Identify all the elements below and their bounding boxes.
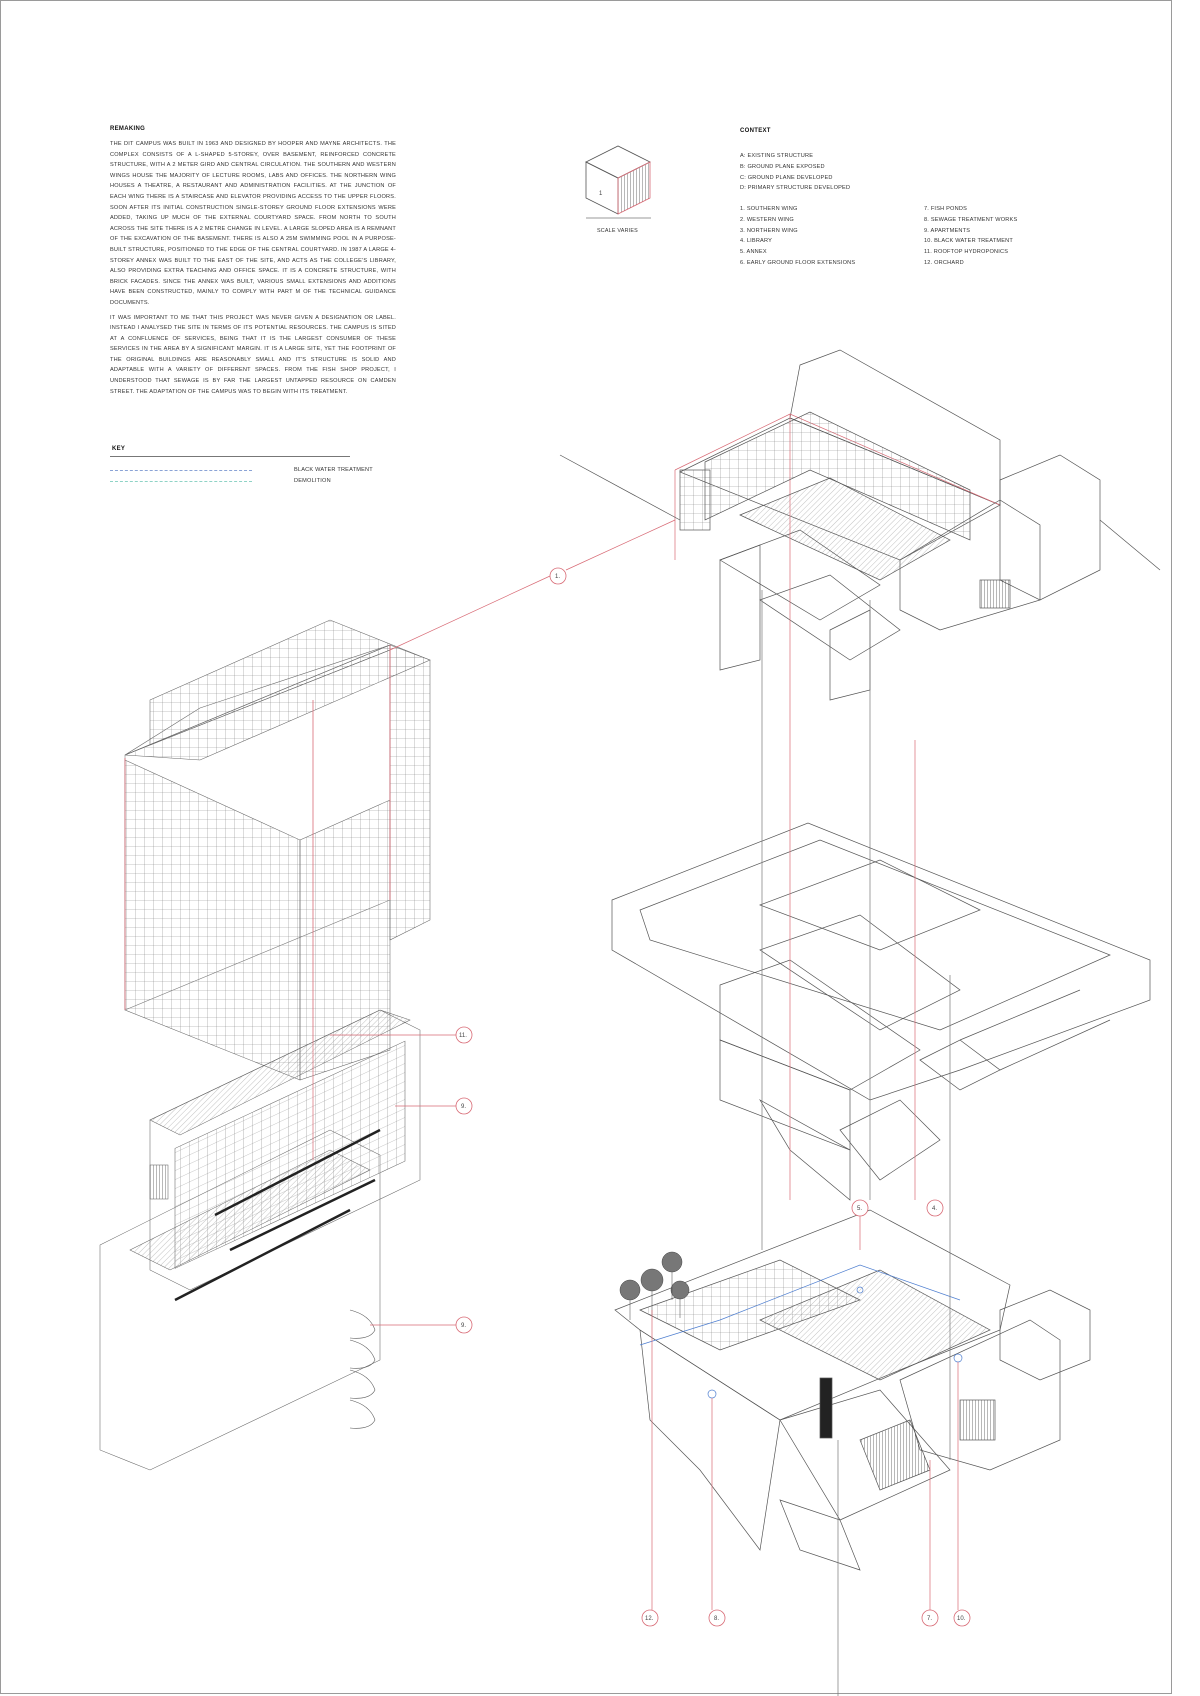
- context-items-left: 1. SOUTHERN WING 2. WESTERN WING 3. NORT…: [740, 204, 920, 269]
- context-items-right: 7. FISH PONDS 8. SEWAGE TREATMENT WORKS …: [924, 204, 1094, 269]
- context-stage: C: GROUND PLANE DEVELOPED: [740, 174, 833, 181]
- context-item: 7. FISH PONDS: [924, 206, 968, 212]
- context-item: 3. NORTHERN WING: [740, 227, 798, 234]
- context-item: 1. SOUTHERN WING: [740, 206, 798, 212]
- scale-caption: SCALE VARIES: [597, 228, 638, 234]
- key-label-demolition: DEMOLITION: [294, 478, 331, 484]
- remaking-paragraph-2: IT WAS IMPORTANT TO ME THAT THIS PROJECT…: [110, 314, 396, 395]
- scale-cube-icon: [585, 145, 651, 219]
- stage-c-ground-plane-developed: [614, 1209, 1091, 1571]
- key-label-black-water: BLACK WATER TREATMENT: [294, 467, 373, 473]
- context-item: 10. BLACK WATER TREATMENT: [924, 238, 1014, 245]
- context-item: 6. EARLY GROUND FLOOR EXTENSIONS: [740, 259, 856, 266]
- key-heading: KEY: [112, 446, 126, 452]
- remaking-heading: REMAKING: [110, 126, 146, 132]
- callouts: [455, 567, 971, 1627]
- callout-4-label: 4.: [932, 1206, 937, 1212]
- callout-11: [455, 1026, 473, 1044]
- key-swatch-demolition: [110, 481, 252, 482]
- context-heading: CONTEXT: [740, 128, 771, 134]
- context-stage: B: GROUND PLANE EXPOSED: [740, 163, 825, 170]
- context-item: 9. APARTMENTS: [924, 227, 971, 234]
- scale-cube-label: 1: [599, 191, 603, 197]
- orchard-trees-icon: [619, 1251, 690, 1320]
- context-item: 8. SEWAGE TREATMENT WORKS: [924, 216, 1018, 223]
- callout-11-label: 11.: [459, 1033, 467, 1039]
- callout-12-label: 12.: [645, 1616, 654, 1622]
- callout-5-label: 5.: [857, 1206, 862, 1212]
- callout-9-upper-label: 9.: [461, 1104, 466, 1110]
- callout-7-label: 7.: [927, 1616, 932, 1622]
- callout-8-label: 8.: [714, 1616, 719, 1622]
- context-item: 4. LIBRARY: [740, 238, 773, 245]
- callout-10-label: 10.: [957, 1616, 966, 1622]
- context-item: 5. ANNEX: [740, 249, 767, 256]
- context-stage: D: PRIMARY STRUCTURE DEVELOPED: [740, 185, 851, 192]
- callout-1-label: 1.: [555, 574, 560, 580]
- callout-8: [708, 1609, 726, 1627]
- context-stages-list: A: EXISTING STRUCTURE B: GROUND PLANE EX…: [740, 151, 940, 194]
- key-swatch-black-water: [110, 470, 252, 471]
- stage-d-primary-structure: [99, 619, 431, 1471]
- callout-7: [921, 1609, 939, 1627]
- callout-5: [851, 1199, 869, 1217]
- remaking-paragraph-1: THE DIT CAMPUS WAS BUILT IN 1963 AND DES…: [110, 141, 396, 306]
- callout-10: [953, 1609, 971, 1627]
- stage-b-ground-plane: [611, 822, 1151, 1201]
- stage-a-existing-structure: [559, 349, 1161, 701]
- context-item: 12. ORCHARD: [924, 259, 964, 266]
- context-item: 2. WESTERN WING: [740, 216, 794, 223]
- key-rule: [110, 456, 350, 457]
- remaking-text: THE DIT CAMPUS WAS BUILT IN 1963 AND DES…: [110, 139, 396, 401]
- callout-12: [641, 1609, 659, 1627]
- leader-lines: [312, 519, 959, 1696]
- callout-9-upper: [455, 1097, 473, 1115]
- callout-4: [926, 1199, 944, 1217]
- callout-1: [549, 567, 567, 585]
- context-stage: A: EXISTING STRUCTURE: [740, 153, 814, 159]
- callout-9-lower: [455, 1316, 473, 1334]
- context-item: 11. ROOFTOP HYDROPONICS: [924, 249, 1009, 256]
- callout-9-lower-label: 9.: [461, 1323, 466, 1329]
